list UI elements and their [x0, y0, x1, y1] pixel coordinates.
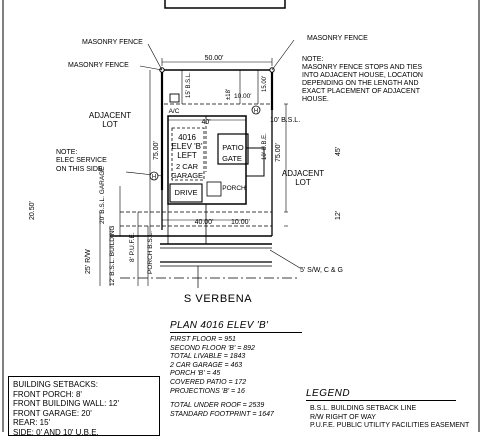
dim-rear-depth: 15.00'	[262, 76, 268, 92]
house-plan-number: 4016	[178, 133, 196, 142]
elec-note-line: ELEC SERVICE	[56, 157, 107, 164]
street-name: S VERBENA	[184, 293, 252, 305]
setback-title: BUILDING SETBACKS:	[13, 380, 155, 390]
dim-garage-bsl: 20' B.S.L. GARAGE	[99, 166, 106, 224]
dim-row-25: 25' R/W	[85, 249, 92, 274]
garage-label: GARAGE	[171, 171, 203, 180]
adjacent-lot-right: ADJACENT	[282, 169, 324, 178]
dim-patio-ube: 10' U.B.E.	[262, 133, 268, 160]
ac-label: A/C	[169, 108, 180, 115]
dim-side-bsl: 10' B.S.L.	[270, 117, 300, 124]
setback-line: FRONT PORCH: 8'	[13, 390, 155, 400]
building-setbacks-box: BUILDING SETBACKS: FRONT PORCH: 8' FRONT…	[8, 376, 160, 436]
drive-label: DRIVE	[175, 188, 198, 197]
house-side: LEFT	[177, 151, 197, 160]
hose-bib-label: H	[152, 175, 156, 181]
plan-summary-row: PROJECTIONS 'B' = 16	[170, 388, 302, 397]
house-elev: ELEV 'B'	[171, 142, 203, 151]
legend-item: R/W RIGHT OF WAY	[310, 414, 480, 423]
setback-line: REAR: 15'	[13, 418, 155, 428]
plan-summary-row: TOTAL UNDER ROOF = 2539	[170, 402, 302, 411]
adjacent-lot-left: ADJACENT	[89, 111, 131, 120]
porch-outline	[207, 182, 221, 196]
adjacent-lot-left: LOT	[102, 120, 118, 129]
legend-item: P.U.F.E. PUBLIC UTILITY FACILITIES EASEM…	[310, 422, 480, 431]
dim-rear-10: 10.00'	[234, 93, 252, 100]
dim-rear-width: 50.00'	[205, 55, 224, 62]
dim-lot-depth-right: 75.00'	[275, 143, 282, 162]
dim-porch-pufe: 8' P.U.F.E.	[129, 232, 136, 262]
dim-lot-depth-left: 75.00'	[153, 141, 160, 160]
plan-summary-row: PORCH 'B' = 45	[170, 370, 302, 379]
garage-label: 2 CAR	[176, 162, 199, 171]
plan-summary: PLAN 4016 ELEV 'B' FIRST FLOOR = 951 SEC…	[170, 320, 302, 419]
dim-porch-bsl: PORCH B.S.L.	[147, 231, 154, 274]
hose-bib-label: H	[254, 109, 258, 115]
legend: LEGEND B.S.L. BUILDING SETBACK LINE R/W …	[300, 388, 480, 431]
elec-note-line: ON THIS SIDE	[56, 166, 103, 173]
dim-depth-45: 45'	[335, 147, 342, 156]
porch-label: PORCH	[222, 185, 246, 192]
plan-summary-row: STANDARD FOOTPRINT = 1647	[170, 411, 302, 420]
fence-note-line: EXACT PLACEMENT OF ADJACENT	[302, 88, 421, 95]
adjacent-lot-right: LOT	[295, 178, 311, 187]
gate-label: GATE	[222, 154, 242, 163]
masonry-fence-label: MASONRY FENCE	[68, 62, 129, 69]
plan-summary-row: TOTAL LIVABLE = 1843	[170, 353, 302, 362]
plan-summary-row: COVERED PATIO = 172	[170, 379, 302, 388]
plan-summary-row: SECOND FLOOR 'B' = 892	[170, 345, 302, 354]
masonry-fence-label: MASONRY FENCE	[307, 35, 368, 42]
title-block-edge	[165, 0, 285, 8]
fence-note-line: HOUSE.	[302, 96, 329, 103]
fence-note-line: MASONRY FENCE STOPS AND TIES	[302, 64, 422, 71]
plan-summary-row: 2 CAR GARAGE = 463	[170, 362, 302, 371]
sidewalk-label: 5' S/W, C & G	[300, 267, 343, 274]
dim-front-10: 10.00'	[231, 219, 250, 226]
setback-line: FRONT GARAGE: 20'	[13, 409, 155, 419]
setback-line: FRONT BUILDING WALL: 12'	[13, 399, 155, 409]
dim-bldg-bsl: 12' B.S.L. BUILDING	[109, 226, 116, 287]
legend-item: B.S.L. BUILDING SETBACK LINE	[310, 405, 480, 414]
dim-front-width: 40.00'	[195, 219, 214, 226]
dim-rear-18: ±18'	[226, 89, 232, 100]
legend-title: LEGEND	[306, 388, 456, 401]
masonry-fence-label: MASONRY FENCE	[82, 39, 143, 46]
dim-rear-bsl: 15' B.S.L.	[186, 72, 192, 98]
dim-front-12: 12'	[335, 211, 342, 220]
sidewalk-curb	[160, 244, 272, 266]
patio-label: PATIO	[222, 143, 244, 152]
fence-note-line: DEPENDING ON THE LENGTH AND	[302, 80, 419, 87]
plan-summary-row: FIRST FLOOR = 951	[170, 336, 302, 345]
dim-side-20-50: 20.50'	[29, 201, 36, 220]
plan-summary-title: PLAN 4016 ELEV 'B'	[170, 320, 302, 333]
dim-house-width: 40'	[201, 119, 210, 126]
fence-note-title: NOTE:	[302, 56, 323, 63]
setback-line: SIDE: 0' AND 10' U.B.E.	[13, 428, 155, 437]
elec-note-line: NOTE:	[56, 149, 77, 156]
fence-note-line: INTO ADJACENT HOUSE, LOCATION	[302, 72, 423, 79]
ac-unit	[170, 94, 179, 102]
